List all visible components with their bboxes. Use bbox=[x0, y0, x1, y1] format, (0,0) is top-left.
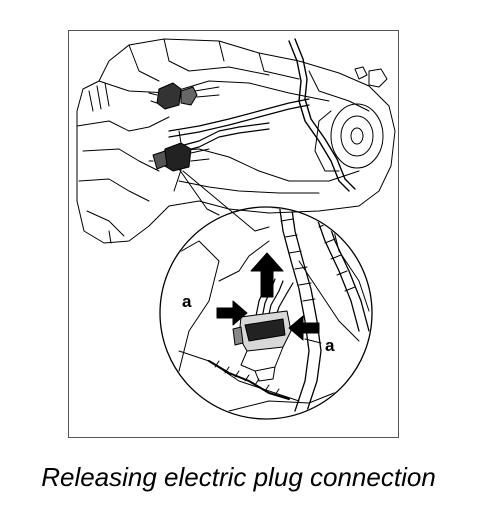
electric-plug-icon bbox=[232, 310, 292, 382]
engine-wiring-illustration bbox=[76, 38, 396, 420]
figure-caption: Releasing electric plug connection bbox=[41, 462, 436, 492]
figure-frame: a a bbox=[68, 30, 399, 438]
detail-leader-lines bbox=[178, 168, 270, 232]
callout-label-a: a bbox=[182, 292, 192, 311]
pull-up-arrow-icon bbox=[250, 252, 284, 298]
callout-label-a: a bbox=[325, 336, 335, 355]
callout-leader-line bbox=[304, 338, 322, 344]
housing-assembly bbox=[76, 38, 396, 244]
press-clip-arrow-icon bbox=[216, 300, 248, 326]
detail-magnifier bbox=[159, 206, 373, 420]
press-clip-arrow-icon bbox=[288, 315, 320, 341]
